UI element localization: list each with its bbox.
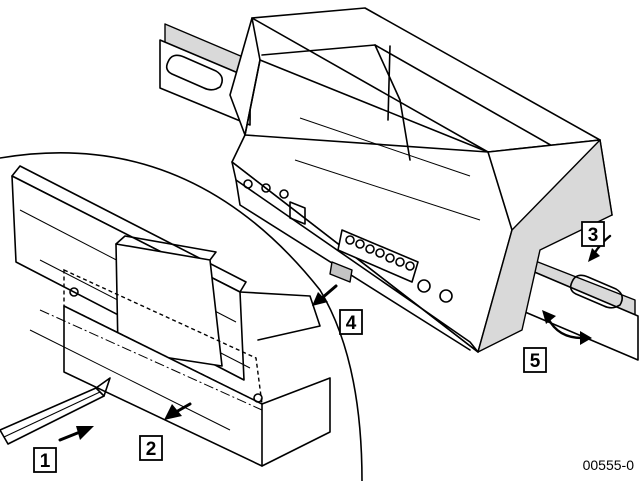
svg-text:5: 5	[530, 351, 541, 372]
din-rail-upper	[159, 23, 639, 361]
detail-circle	[0, 152, 363, 481]
svg-text:2: 2	[146, 439, 157, 460]
arrow-step-1	[58, 426, 94, 442]
detail-device	[11, 165, 331, 467]
step-label-1: 1	[33, 447, 57, 473]
screwdriver	[0, 377, 111, 445]
device-housing	[229, 7, 613, 353]
arrow-step-2	[164, 402, 192, 420]
step-label-2: 2	[139, 435, 163, 461]
step-label-4: 4	[339, 309, 363, 335]
step-label-5: 5	[523, 347, 547, 373]
step-label-3: 3	[581, 221, 605, 247]
arrow-step-5	[542, 310, 592, 345]
svg-text:3: 3	[588, 225, 599, 246]
svg-text:4: 4	[346, 313, 357, 334]
svg-text:1: 1	[40, 451, 51, 472]
figure-code: 00555-0	[583, 457, 635, 473]
